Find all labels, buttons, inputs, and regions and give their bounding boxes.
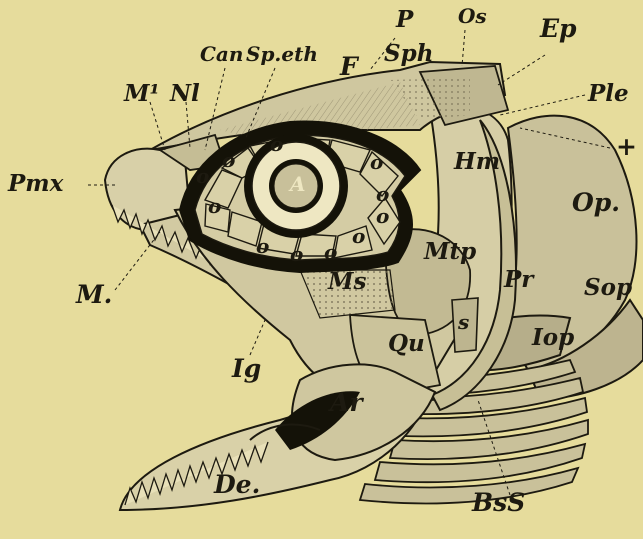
label-o-2: o <box>270 134 283 154</box>
label-de: De. <box>214 472 260 497</box>
label-sph: Sph <box>384 42 433 65</box>
label-pmx: Pmx <box>8 172 63 195</box>
label-s: s <box>458 312 469 332</box>
label-ms: Ms <box>328 270 366 293</box>
label-sop: Sop <box>584 276 632 299</box>
label-ar: Ar <box>330 390 363 415</box>
label-os: Os <box>458 6 487 26</box>
label-o-1: o <box>222 150 235 170</box>
label-o-3: o <box>370 152 383 172</box>
label-qu: Qu <box>388 332 425 355</box>
label-ple: Ple <box>588 82 629 105</box>
label-p: P <box>396 8 413 31</box>
label-bss: BsS <box>472 490 525 515</box>
label-o-8: o <box>290 244 303 264</box>
label-m1: M¹ <box>124 82 160 105</box>
label-pr: Pr <box>504 268 533 291</box>
label-nl: Nl <box>170 82 200 105</box>
label-iop: Iop <box>532 326 574 349</box>
label-o-4: o <box>376 184 389 204</box>
label-a: A <box>290 174 306 194</box>
label-ep: Ep <box>540 16 577 41</box>
label-mtp: Mtp <box>424 240 476 263</box>
label-f: F <box>340 54 358 79</box>
label-o-5: o <box>196 166 209 186</box>
label-hm: Hm <box>454 150 500 173</box>
label-sp-eth: Sp.eth <box>246 44 318 64</box>
label-cross: + <box>616 134 637 159</box>
label-op: Op. <box>572 190 620 215</box>
label-ig: Ig <box>232 356 261 381</box>
label-m: M. <box>76 282 112 307</box>
label-o-9: o <box>324 242 337 262</box>
label-can: Can <box>200 44 243 64</box>
label-o-7: o <box>256 236 269 256</box>
label-o-10: o <box>352 226 365 246</box>
label-o-6: o <box>208 196 221 216</box>
label-o-11: o <box>376 206 389 226</box>
